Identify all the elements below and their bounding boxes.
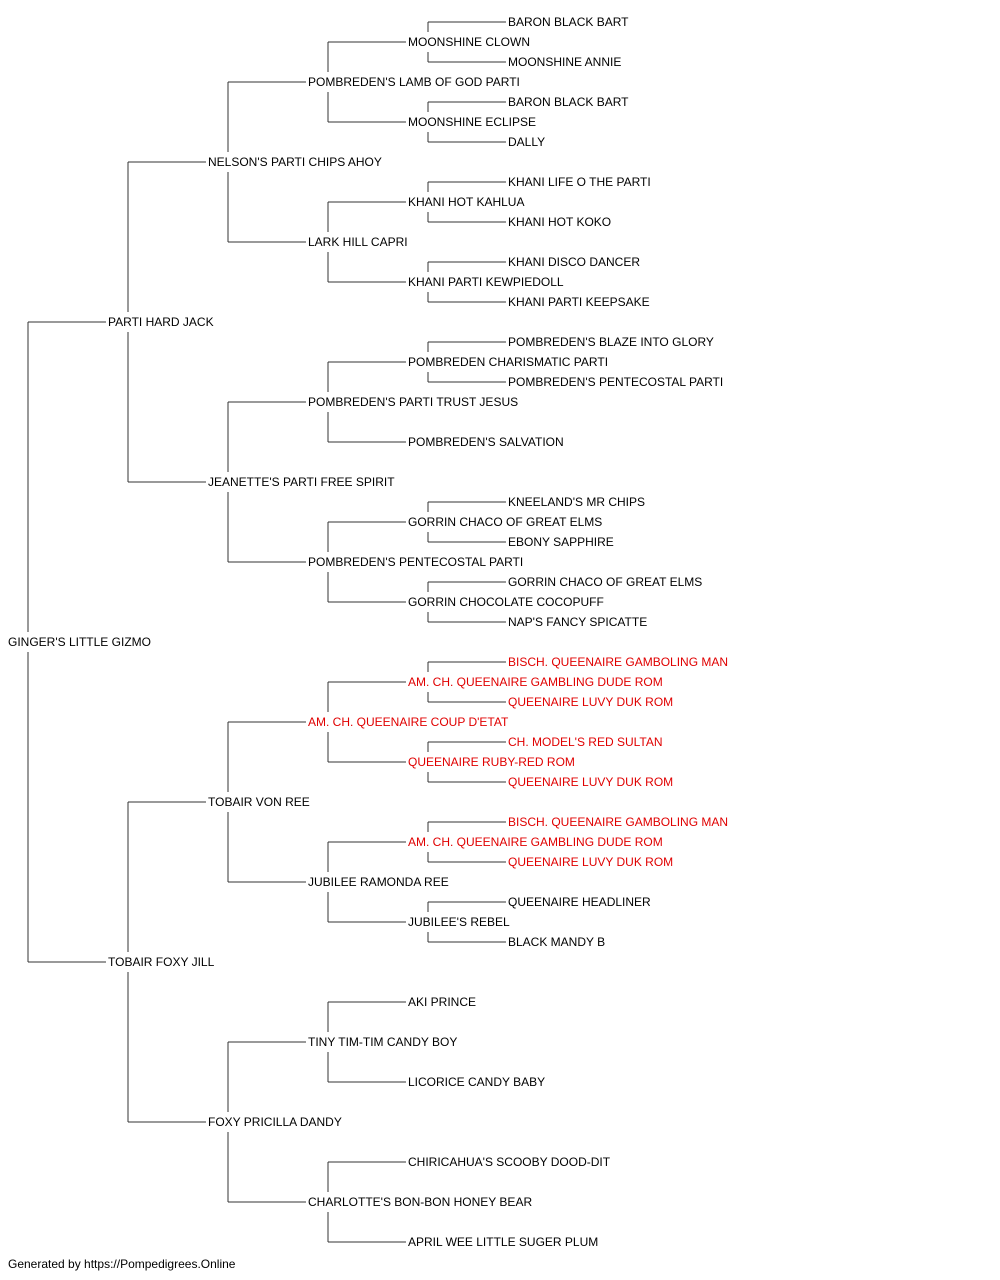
ancestor-name-gen5: KHANI PARTI KEEPSAKE [508,295,650,309]
ancestor-name-gen5: POMBREDEN'S PENTECOSTAL PARTI [508,375,724,389]
ancestor-name-gen5: MOONSHINE ANNIE [508,55,622,69]
ancestor-name-gen4: JUBILEE'S REBEL [408,915,510,929]
ancestor-name-gen2: JEANETTE'S PARTI FREE SPIRIT [208,475,395,489]
ancestor-name-gen5: BLACK MANDY B [508,935,606,949]
ancestor-name-gen5: BARON BLACK BART [508,95,629,109]
ancestor-name-gen5: BARON BLACK BART [508,15,629,29]
ancestor-name-gen1: TOBAIR FOXY JILL [108,955,215,969]
ancestor-name-gen5: KHANI LIFE O THE PARTI [508,175,651,189]
ancestor-name-gen5: BISCH. QUEENAIRE GAMBOLING MAN [508,815,729,829]
footer-credit: Generated by https://Pompedigrees.Online [8,1257,236,1271]
ancestor-name-gen2: FOXY PRICILLA DANDY [208,1115,342,1129]
ancestor-name-gen5: QUEENAIRE LUVY DUK ROM [508,775,674,789]
ancestor-name-gen3: TINY TIM-TIM CANDY BOY [308,1035,458,1049]
ancestor-name-gen0: GINGER'S LITTLE GIZMO [8,635,151,649]
ancestor-name-gen5: POMBREDEN'S BLAZE INTO GLORY [508,335,714,349]
ancestor-name-gen1: PARTI HARD JACK [108,315,214,329]
ancestor-name-gen5: KHANI HOT KOKO [508,215,612,229]
ancestor-name-gen4: KHANI HOT KAHLUA [408,195,525,209]
ancestor-name-gen5: KNEELAND'S MR CHIPS [508,495,645,509]
ancestor-name-gen4: MOONSHINE ECLIPSE [408,115,537,129]
ancestor-name-gen2: TOBAIR VON REE [208,795,310,809]
ancestor-name-gen4: KHANI PARTI KEWPIEDOLL [408,275,564,289]
ancestor-name-gen5: QUEENAIRE LUVY DUK ROM [508,695,674,709]
ancestor-name-gen3: AM. CH. QUEENAIRE COUP D'ETAT [308,715,509,729]
ancestor-name-gen4: AM. CH. QUEENAIRE GAMBLING DUDE ROM [408,675,663,689]
ancestor-name-gen5: CH. MODEL'S RED SULTAN [508,735,663,749]
ancestor-name-gen5: BISCH. QUEENAIRE GAMBOLING MAN [508,655,729,669]
ancestor-name-gen3: POMBREDEN'S PENTECOSTAL PARTI [308,555,524,569]
ancestor-name-gen5: EBONY SAPPHIRE [508,535,614,549]
ancestor-name-gen4: APRIL WEE LITTLE SUGER PLUM [408,1235,599,1249]
ancestor-name-gen4: QUEENAIRE RUBY-RED ROM [408,755,575,769]
ancestor-name-gen3: JUBILEE RAMONDA REE [308,875,449,889]
ancestor-name-gen5: KHANI DISCO DANCER [508,255,641,269]
ancestor-name-gen3: CHARLOTTE'S BON-BON HONEY BEAR [308,1195,533,1209]
ancestor-name-gen4: MOONSHINE CLOWN [408,35,531,49]
ancestor-name-gen3: LARK HILL CAPRI [308,235,408,249]
ancestor-name-gen5: DALLY [508,135,546,149]
ancestor-name-gen4: GORRIN CHACO OF GREAT ELMS [408,515,603,529]
ancestor-name-gen5: NAP'S FANCY SPICATTE [508,615,648,629]
ancestor-name-gen4: CHIRICAHUA'S SCOOBY DOOD-DIT [408,1155,611,1169]
ancestor-name-gen5: QUEENAIRE HEADLINER [508,895,651,909]
ancestor-name-gen5: GORRIN CHACO OF GREAT ELMS [508,575,703,589]
ancestor-name-gen4: LICORICE CANDY BABY [408,1075,546,1089]
ancestor-name-gen4: POMBREDEN'S SALVATION [408,435,564,449]
ancestor-name-gen3: POMBREDEN'S LAMB OF GOD PARTI [308,75,520,89]
ancestor-name-gen4: AKI PRINCE [408,995,477,1009]
ancestor-name-gen4: POMBREDEN CHARISMATIC PARTI [408,355,609,369]
ancestor-name-gen2: NELSON'S PARTI CHIPS AHOY [208,155,382,169]
ancestor-name-gen4: AM. CH. QUEENAIRE GAMBLING DUDE ROM [408,835,663,849]
ancestor-name-gen3: POMBREDEN'S PARTI TRUST JESUS [308,395,519,409]
ancestor-name-gen4: GORRIN CHOCOLATE COCOPUFF [408,595,604,609]
ancestor-name-gen5: QUEENAIRE LUVY DUK ROM [508,855,674,869]
